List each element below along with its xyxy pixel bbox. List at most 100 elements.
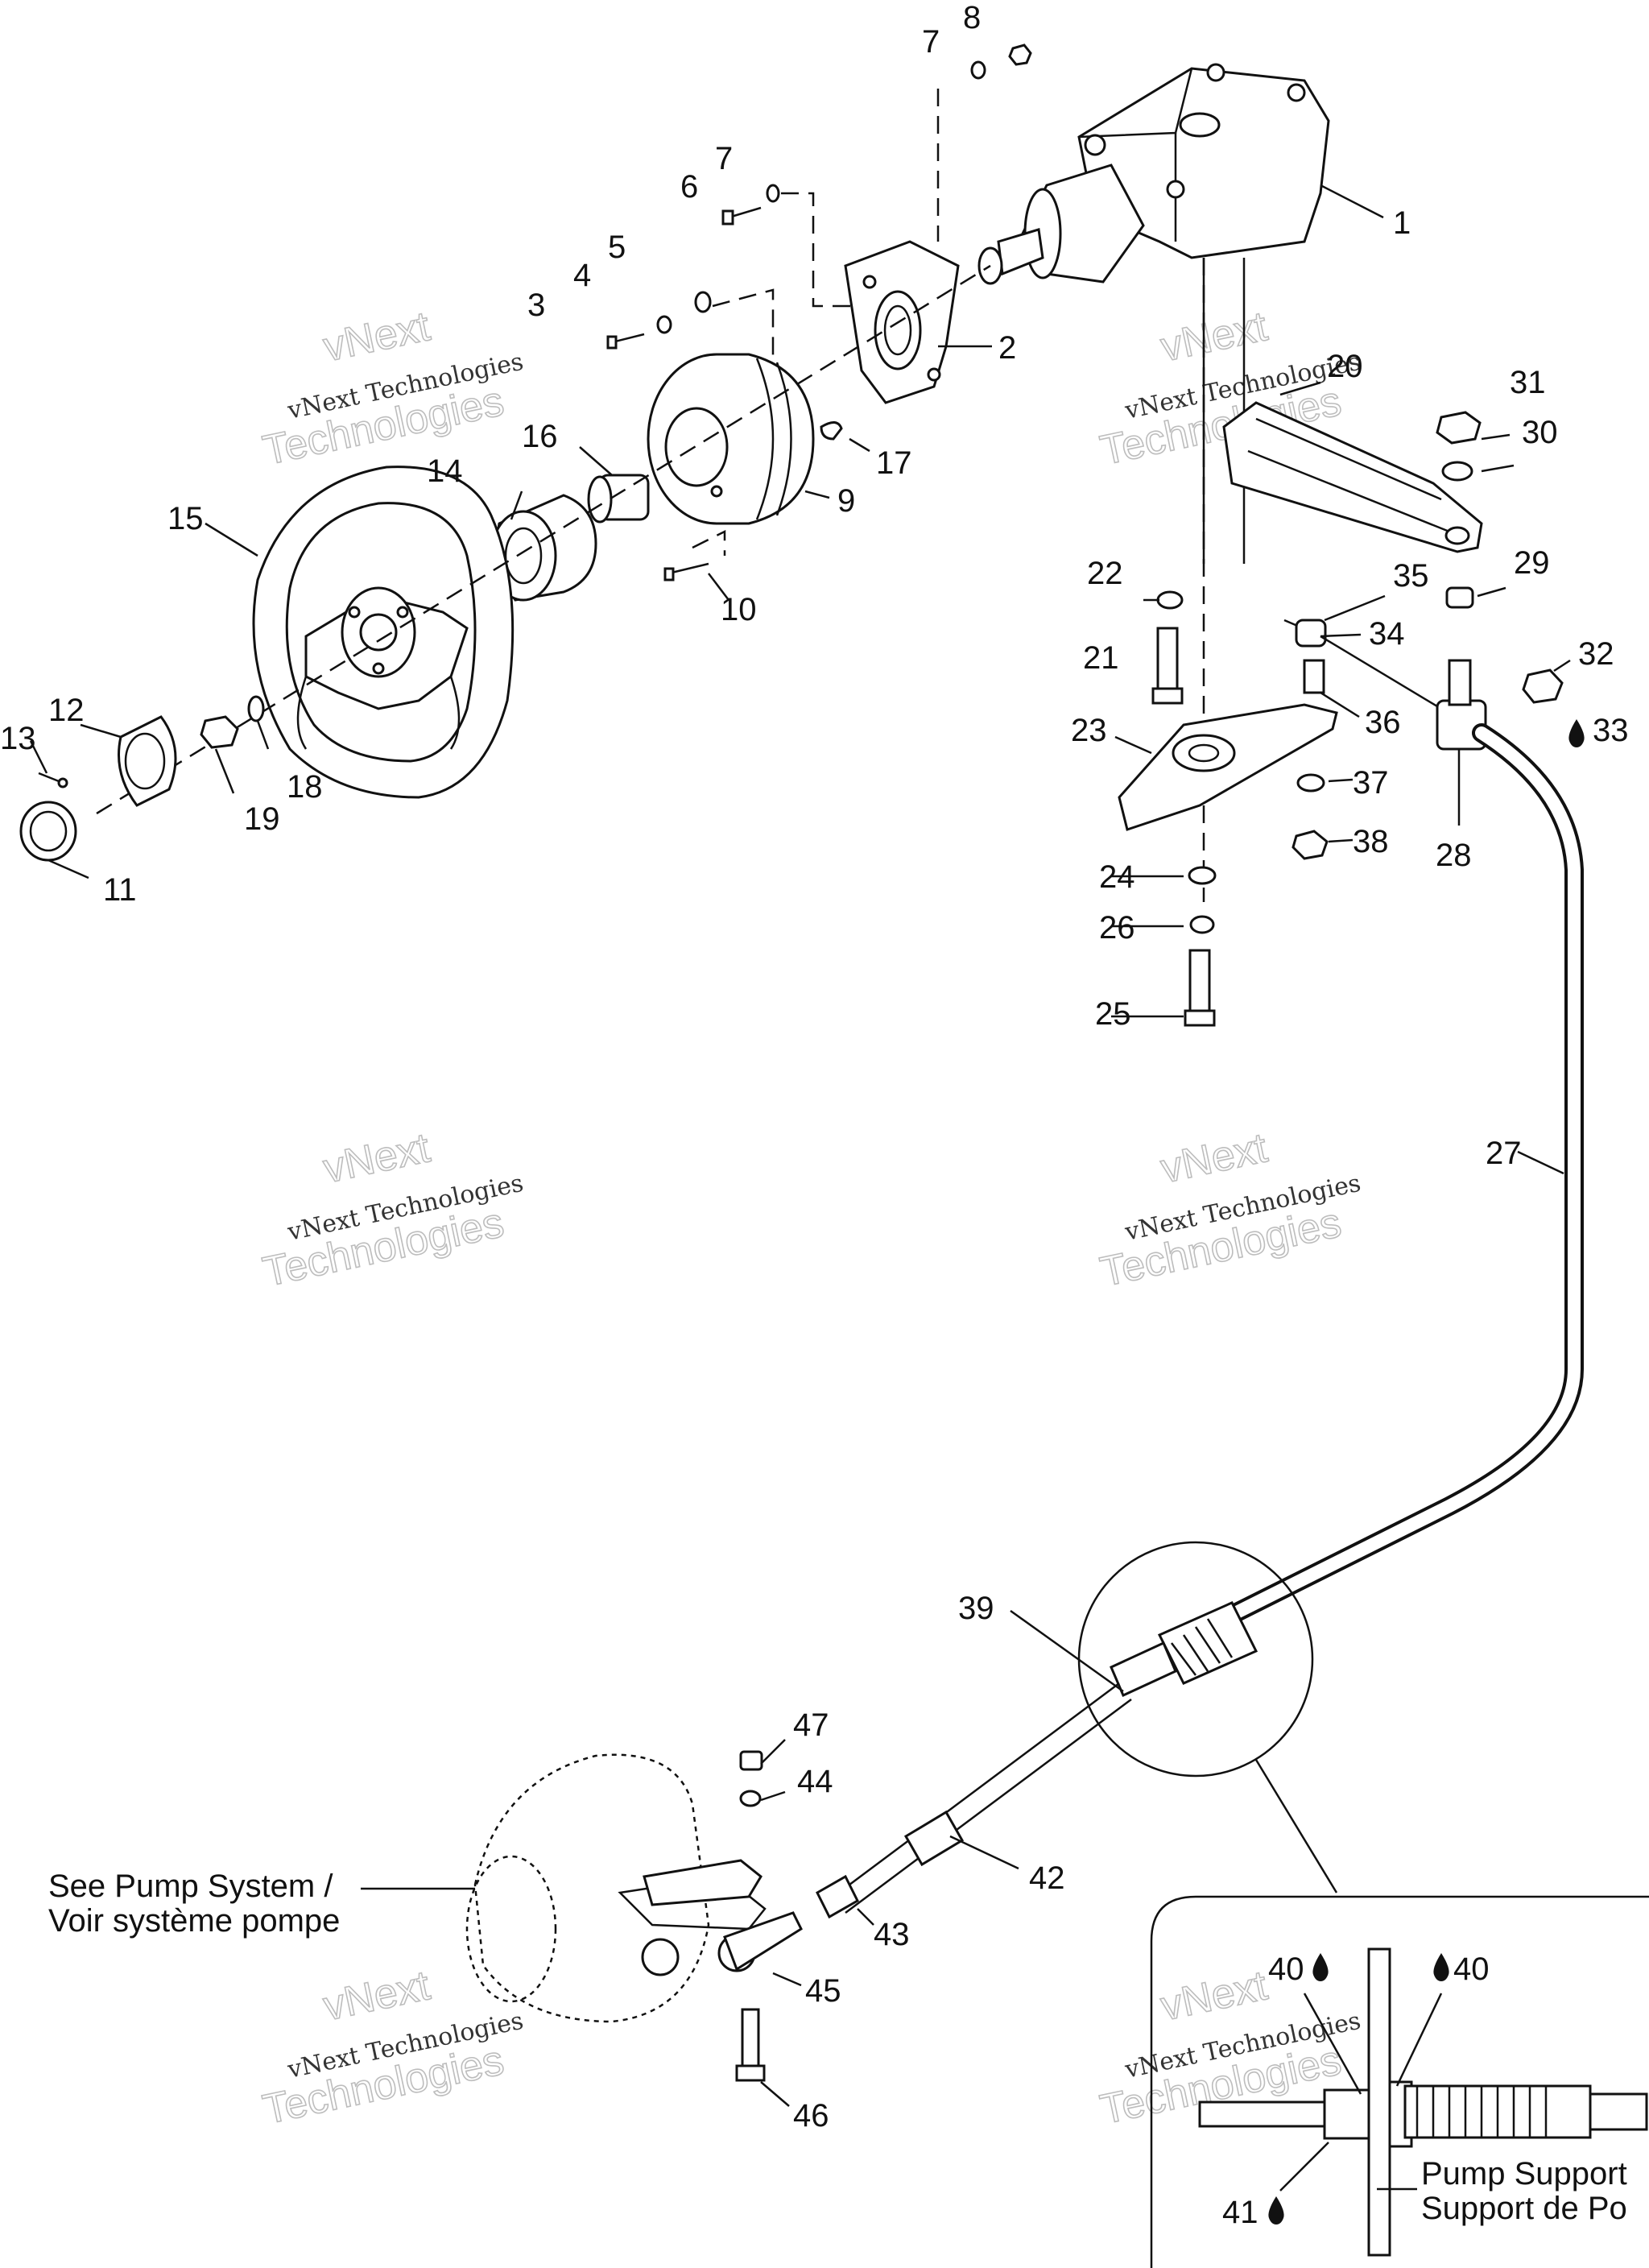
svg-text:vNext: vNext [320, 303, 435, 370]
label-43: 43 [874, 1917, 910, 1952]
label-47: 47 [793, 1707, 829, 1743]
label-6: 6 [680, 169, 698, 205]
label-9: 9 [837, 483, 855, 519]
label-38: 38 [1353, 824, 1389, 859]
nut-47 [739, 1750, 763, 1771]
sealant-drop-icon [1312, 1953, 1329, 1981]
label-4: 4 [573, 258, 591, 293]
washer-44 [739, 1790, 762, 1807]
washer-30 [1441, 461, 1473, 482]
label-32: 32 [1578, 636, 1614, 672]
screw-13 [38, 772, 68, 788]
hub-assembly [647, 353, 815, 525]
sealant-drop-icon [1568, 719, 1585, 747]
washer-26 [1189, 915, 1215, 934]
bracket-20 [1222, 401, 1483, 553]
label-7: 7 [715, 141, 733, 176]
label-2: 2 [998, 330, 1016, 366]
washer-18 [247, 695, 265, 722]
label-31: 31 [1510, 365, 1546, 400]
pump-system-note-line2: Voir système pompe [48, 1903, 340, 1939]
label-26: 26 [1099, 910, 1135, 946]
bolt-46 [735, 2008, 766, 2082]
fitting-43 [816, 1874, 859, 1919]
washer-24 [1188, 866, 1217, 885]
label-10: 10 [721, 592, 757, 627]
bolt-25 [1184, 949, 1216, 1027]
watermark-3: vNext vNext Technologies Technologies [258, 1124, 526, 1296]
steering-cable [1198, 723, 1584, 1637]
label-22: 22 [1087, 556, 1123, 591]
sealant-drop-icon [1433, 1953, 1449, 1981]
label-17: 17 [876, 445, 912, 481]
label-5: 5 [608, 230, 626, 265]
key-17 [820, 421, 843, 441]
label-37: 37 [1353, 765, 1389, 801]
label-46: 46 [793, 2098, 829, 2133]
label-28: 28 [1436, 838, 1472, 873]
trim-ring-12 [118, 715, 177, 807]
leader-lines [29, 184, 1571, 2191]
nut-32 [1522, 668, 1564, 704]
pump-support-note-line1: Pump Support [1421, 2156, 1627, 2191]
cable-threaded-end [1110, 1601, 1258, 1698]
steering-arm-link [643, 1859, 763, 1906]
label-23: 23 [1071, 713, 1107, 748]
pump-support-note-line2: Support de Po [1421, 2191, 1627, 2226]
label-20: 20 [1327, 349, 1363, 384]
label-45: 45 [805, 1973, 841, 2009]
washer-37 [1296, 773, 1325, 793]
label-3: 3 [527, 288, 545, 323]
label-24: 24 [1099, 859, 1135, 895]
bracket-23 [1118, 703, 1338, 831]
svg-text:vNext: vNext [320, 1962, 435, 2030]
label-27: 27 [1486, 1136, 1522, 1171]
watermark-4: vNext vNext Technologies Technologies [1096, 1124, 1363, 1296]
washer-22 [1156, 590, 1184, 610]
steering-wheel [252, 466, 515, 799]
hardware-upper [606, 43, 1032, 581]
detail-inset [1150, 1895, 1649, 2268]
label-8: 8 [963, 0, 981, 35]
bearing-16 [587, 474, 650, 524]
bolt-21 [1151, 627, 1184, 705]
mounting-plate [844, 240, 960, 404]
label-11: 11 [103, 872, 137, 908]
label-35: 35 [1393, 558, 1429, 594]
label-42: 42 [1029, 1860, 1065, 1896]
label-16: 16 [522, 419, 558, 454]
label-14: 14 [427, 453, 463, 489]
pump-system-note-line1: See Pump System / [48, 1869, 333, 1904]
label-40a: 40 [1268, 1951, 1304, 1987]
stud-36 [1303, 659, 1325, 694]
ball-joint-45 [717, 1911, 803, 1972]
pump-nozzle [465, 1753, 767, 2023]
watermark-1: vNext vNext Technologies Technologies [258, 302, 526, 474]
svg-text:vNext: vNext [1157, 1962, 1272, 2030]
label-30: 30 [1522, 415, 1558, 450]
spacer-29 [1445, 586, 1474, 609]
label-7b: 7 [922, 24, 940, 60]
nut-31 [1436, 411, 1482, 445]
label-41: 41 [1222, 2195, 1258, 2230]
ferrule-42 [903, 1810, 965, 1867]
label-33: 33 [1593, 713, 1629, 748]
part-labels: 1 2 3 4 5 6 7 7 8 9 10 11 12 13 14 15 16… [0, 0, 1629, 2230]
label-25: 25 [1095, 996, 1131, 1032]
label-13: 13 [0, 721, 36, 756]
nut-19 [200, 715, 239, 749]
ball-joint-34 [1283, 619, 1442, 710]
steering-head-housing [977, 63, 1330, 285]
center-cap-11 [19, 801, 77, 862]
label-1: 1 [1393, 205, 1411, 241]
label-18: 18 [287, 769, 323, 805]
label-21: 21 [1083, 640, 1119, 676]
label-34: 34 [1369, 616, 1405, 652]
label-15: 15 [167, 501, 204, 536]
label-40b: 40 [1453, 1951, 1490, 1987]
label-44: 44 [797, 1764, 833, 1799]
label-19: 19 [244, 801, 280, 837]
label-12: 12 [48, 693, 85, 728]
label-36: 36 [1365, 705, 1401, 740]
